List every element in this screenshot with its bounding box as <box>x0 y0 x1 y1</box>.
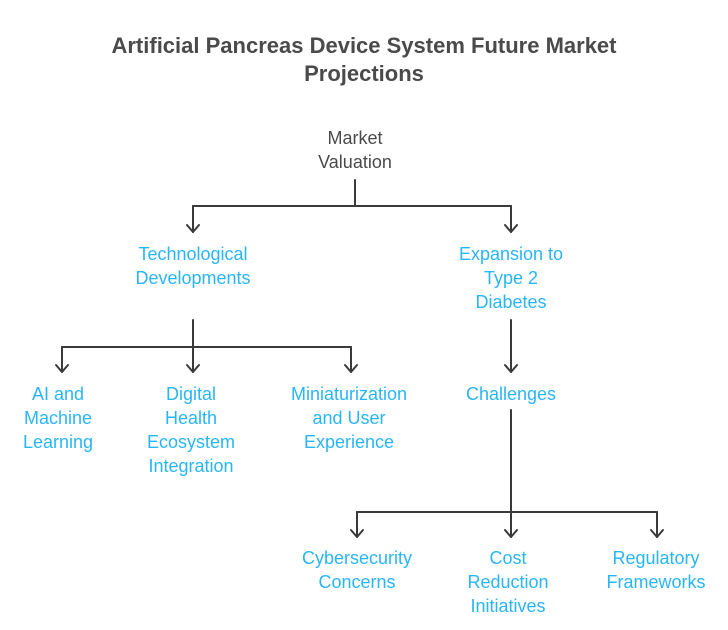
node-cybersecurity-concerns: Cybersecurity Concerns <box>301 548 413 592</box>
node-market-valuation: Market Valuation <box>318 128 392 172</box>
node-digital-health-integration: Digital Health Ecosystem Integration <box>146 384 236 476</box>
arrowhead-challenges <box>504 364 518 373</box>
node-technological-developments: Technological Developments <box>135 244 251 288</box>
edge-tech-split <box>61 319 352 348</box>
arrowhead-regulatory <box>650 529 664 538</box>
arrowhead-mini <box>344 364 358 373</box>
arrowhead-ai <box>55 364 69 373</box>
node-ai-machine-learning: AI and Machine Learning <box>22 384 94 452</box>
node-cost-reduction-initiatives: Cost Reduction Initiatives <box>467 548 549 616</box>
node-challenges: Challenges <box>465 384 557 404</box>
arrowhead-expansion <box>504 224 518 233</box>
arrowhead-tech <box>186 224 200 233</box>
node-expansion-type2-diabetes: Expansion to Type 2 Diabetes <box>458 244 564 312</box>
arrowhead-cyber <box>350 529 364 538</box>
node-regulatory-frameworks: Regulatory Frameworks <box>606 548 706 592</box>
edge-root-split <box>192 179 512 207</box>
arrowhead-cost <box>504 529 518 538</box>
diagram-title: Artificial Pancreas Device System Future… <box>111 33 617 86</box>
node-miniaturization-user-experience: Miniaturization and User Experience <box>290 384 408 452</box>
edge-challenges-split <box>356 409 658 513</box>
arrowhead-digital <box>186 364 200 373</box>
